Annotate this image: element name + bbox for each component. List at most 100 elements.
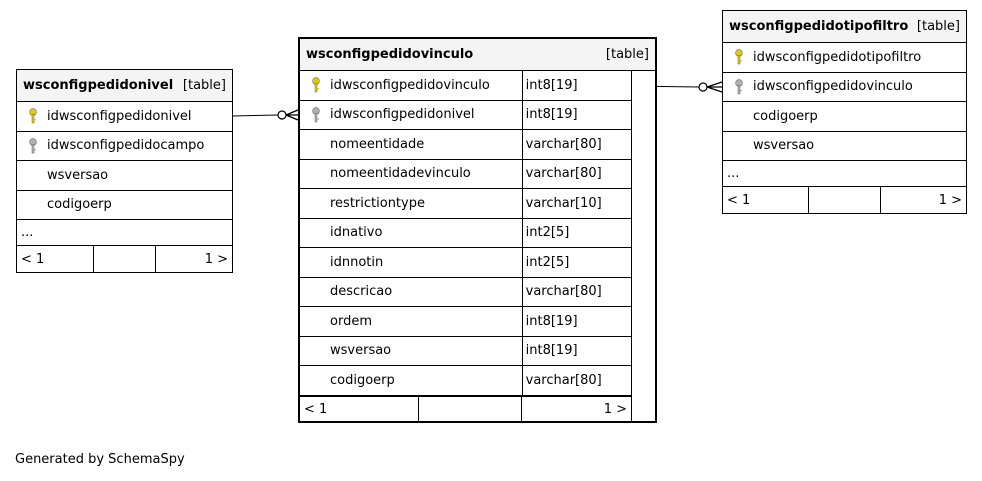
table-name: wsconfigpedidovinculo: [306, 47, 474, 62]
table-wsconfigpedidotipofiltro[interactable]: wsconfigpedidotipofiltro [table] idwscon…: [722, 10, 967, 214]
more-columns: ...: [17, 220, 232, 246]
column-cell: codigoerp: [300, 366, 522, 395]
parents-count[interactable]: < 1: [17, 246, 94, 272]
parents-count[interactable]: < 1: [300, 396, 419, 422]
foreign-key-icon: [731, 79, 747, 95]
table-type: [table]: [916, 19, 960, 34]
column-name: nomeentidade: [330, 136, 425, 152]
column-row[interactable]: idwsconfigpedidovinculo: [723, 73, 966, 102]
column-cell: idwsconfigpedidovinculo: [723, 73, 966, 102]
column-cell: idwsconfigpedidocampo: [17, 132, 232, 161]
column-name: restrictiontype: [330, 195, 425, 211]
column-row[interactable]: idwsconfigpedidovinculo int8[19]: [300, 71, 631, 101]
relationship-nivel-vinculo: [232, 109, 299, 121]
column-name: idnativo: [330, 225, 383, 241]
column-type: varchar[80]: [521, 130, 631, 159]
column-row[interactable]: wsversao: [723, 132, 966, 161]
column-type: int8[19]: [521, 71, 631, 100]
column-name: wsversao: [753, 138, 815, 154]
column-type: int8[19]: [521, 100, 631, 129]
children-count[interactable]: 1 >: [204, 251, 228, 267]
parents-count[interactable]: < 1: [723, 187, 809, 213]
column-cell: nomeentidade: [300, 130, 522, 159]
column-row[interactable]: idnativo int2[5]: [300, 218, 631, 248]
column-row[interactable]: wsversao int8[19]: [300, 336, 631, 366]
footer-spacer: [809, 187, 881, 213]
table-name: wsconfigpedidonivel: [23, 78, 174, 93]
column-type: varchar[80]: [521, 366, 631, 395]
column-cell: idnnotin: [300, 248, 522, 277]
column-name: codigoerp: [753, 108, 818, 124]
table-header: wsconfigpedidotipofiltro [table]: [723, 11, 966, 43]
column-row[interactable]: codigoerp varchar[80]: [300, 366, 631, 396]
foreign-key-icon: [25, 138, 41, 154]
column-type: varchar[80]: [521, 277, 631, 306]
table-side-divider: [631, 71, 632, 421]
column-name: codigoerp: [47, 197, 112, 213]
column-cell: descricao: [300, 278, 522, 307]
column-name: idwsconfigpedidocampo: [47, 138, 205, 154]
table-name: wsconfigpedidotipofiltro: [729, 19, 909, 34]
column-row[interactable]: idwsconfigpedidonivel int8[19]: [300, 100, 631, 130]
column-row[interactable]: idwsconfigpedidonivel: [17, 102, 232, 132]
more-columns: ...: [723, 161, 966, 187]
column-name: idwsconfigpedidotipofiltro: [753, 49, 922, 65]
footer-spacer: [419, 396, 522, 422]
table-header: wsconfigpedidonivel [table]: [17, 70, 232, 102]
table-footer: < 1 1 >: [300, 395, 631, 422]
column-name: idwsconfigpedidovinculo: [753, 79, 913, 95]
column-cell: wsversao: [723, 132, 966, 161]
column-row[interactable]: restrictiontype varchar[10]: [300, 189, 631, 219]
credit-text: Generated by SchemaSpy: [15, 452, 185, 467]
column-cell: codigoerp: [723, 102, 966, 131]
column-cell: idwsconfigpedidovinculo: [300, 71, 522, 100]
column-cell: idwsconfigpedidonivel: [17, 102, 232, 131]
children-count[interactable]: 1 >: [938, 192, 962, 208]
column-name: nomeentidadevinculo: [330, 166, 471, 182]
column-cell: idwsconfigpedidonivel: [300, 101, 522, 130]
column-name: wsversao: [47, 167, 109, 183]
children-count[interactable]: 1 >: [603, 401, 627, 417]
column-name: idwsconfigpedidonivel: [47, 108, 192, 124]
column-cell: wsversao: [300, 337, 522, 366]
column-type: int8[19]: [521, 307, 631, 336]
foreign-key-icon: [308, 107, 324, 123]
column-name: idwsconfigpedidonivel: [330, 107, 475, 123]
primary-key-icon: [731, 49, 747, 65]
column-row[interactable]: idwsconfigpedidotipofiltro: [723, 43, 966, 73]
column-type: varchar[80]: [521, 159, 631, 188]
column-name: codigoerp: [330, 372, 395, 388]
table-wsconfigpedidovinculo[interactable]: wsconfigpedidovinculo [table] idwsconfig…: [298, 37, 657, 423]
column-row[interactable]: codigoerp: [17, 191, 232, 220]
table-type: [table]: [605, 47, 649, 62]
column-row[interactable]: ordem int8[19]: [300, 307, 631, 337]
column-row[interactable]: wsversao: [17, 161, 232, 191]
column-cell: idnativo: [300, 219, 522, 248]
table-type: [table]: [182, 78, 226, 93]
column-cell: nomeentidadevinculo: [300, 160, 522, 189]
table-wsconfigpedidonivel[interactable]: wsconfigpedidonivel [table] idwsconfigpe…: [16, 69, 233, 273]
table-header: wsconfigpedidovinculo [table]: [300, 39, 655, 71]
column-cell: ordem: [300, 307, 522, 336]
column-row[interactable]: nomeentidade varchar[80]: [300, 130, 631, 160]
relationship-vinculo-tipofiltro: [629, 81, 723, 93]
column-cell: restrictiontype: [300, 189, 522, 218]
table-footer: < 1 1 >: [17, 246, 232, 272]
primary-key-icon: [308, 77, 324, 93]
column-row[interactable]: codigoerp: [723, 102, 966, 132]
column-name: idwsconfigpedidovinculo: [330, 77, 490, 93]
column-row[interactable]: idwsconfigpedidocampo: [17, 132, 232, 161]
column-cell: wsversao: [17, 161, 232, 190]
column-type: int2[5]: [521, 218, 631, 247]
column-row[interactable]: descricao varchar[80]: [300, 277, 631, 307]
column-name: descricao: [330, 284, 393, 300]
column-row[interactable]: nomeentidadevinculo varchar[80]: [300, 159, 631, 189]
column-type: varchar[10]: [521, 189, 631, 218]
column-type: int8[19]: [521, 336, 631, 365]
column-name: ordem: [330, 313, 372, 329]
column-cell: codigoerp: [17, 191, 232, 220]
column-name: wsversao: [330, 343, 392, 359]
footer-spacer: [94, 246, 156, 272]
